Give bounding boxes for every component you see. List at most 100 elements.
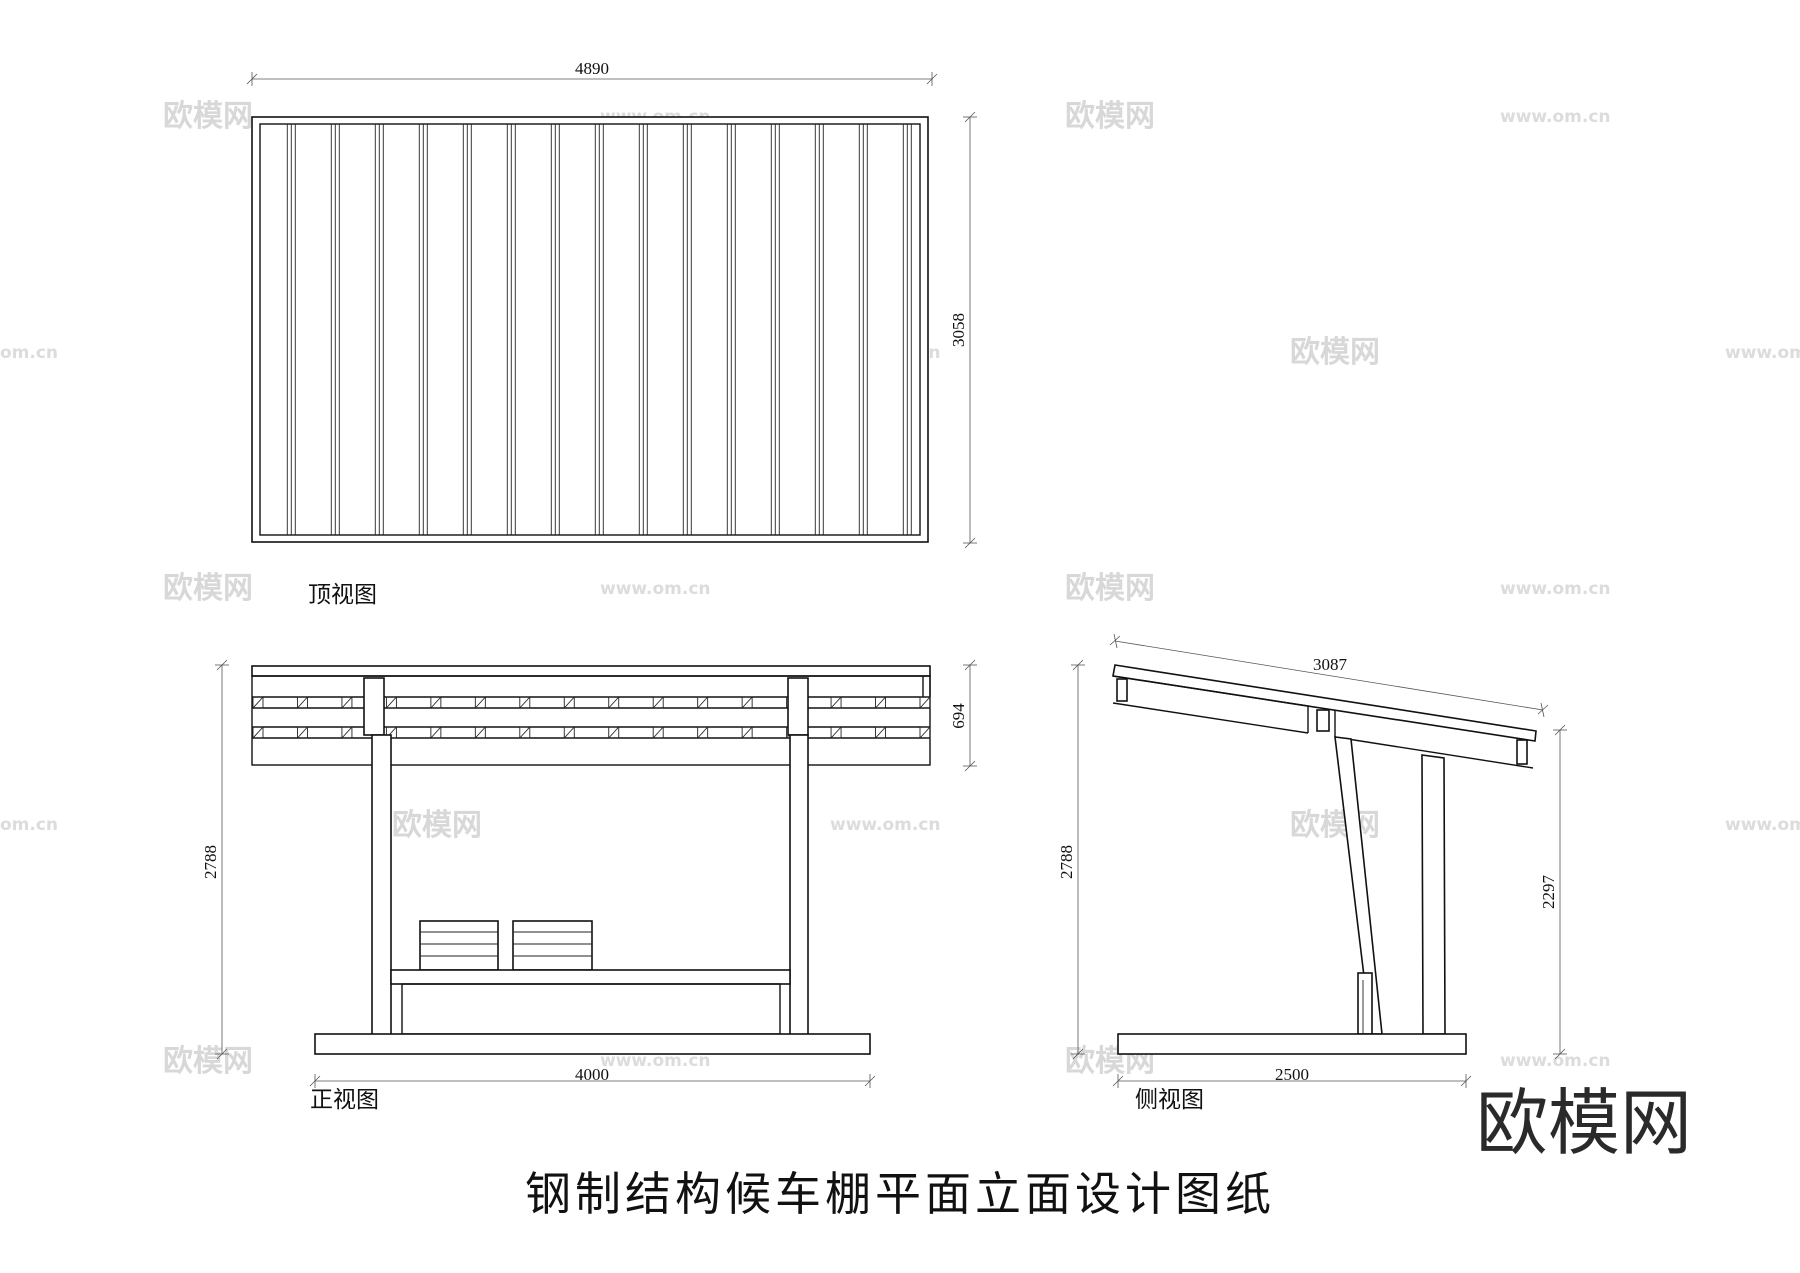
roof-bracket [563, 726, 575, 739]
roof-bracket-brace [252, 726, 264, 739]
roof-bracket [919, 696, 931, 709]
roof-bracket-brace [297, 726, 308, 739]
watermark-brand: 欧模网 [1290, 808, 1380, 843]
side-ground-slab [1117, 1033, 1467, 1055]
side-view-label: 侧视图 [1135, 1087, 1204, 1113]
roof-brackets [252, 696, 931, 739]
front-roof [251, 665, 931, 766]
roof-bracket-brace [475, 696, 486, 709]
roof-bracket-brace [919, 726, 931, 739]
roof-bracket [252, 696, 264, 709]
roof-bracket-brace [519, 726, 531, 739]
roof-outline [251, 116, 929, 543]
side-width-label: 2500 [1275, 1065, 1309, 1084]
roof-bracket-brace [741, 696, 753, 709]
front-height-dimension: 2788 [201, 659, 229, 1060]
roof-bracket [430, 696, 442, 709]
side-height-label: 2788 [1057, 845, 1076, 879]
side-roof-length-dimension: 3087 [1109, 633, 1549, 718]
watermark-url: www.om.cn [1500, 1051, 1611, 1071]
roof-bracket [297, 726, 308, 739]
watermark-url: www.om.cn [1725, 815, 1800, 835]
top-depth-dimension: 3058 [949, 111, 977, 549]
roof-bracket-brace [475, 726, 486, 739]
roof-joint-left [363, 677, 385, 736]
front-roof-dimension: 694 [949, 659, 977, 772]
roof-bracket [297, 696, 308, 709]
brand-logo: 欧模网 [1476, 1081, 1692, 1165]
top-width-label: 4890 [575, 59, 609, 78]
column-right [789, 734, 809, 1036]
roof-bracket [652, 726, 664, 739]
watermark-brand: 欧模网 [392, 808, 482, 843]
watermarks: 欧模网 欧模网 欧模网 欧模网 欧模网 欧模网 欧模网 欧模网 欧模网 欧模网 … [0, 99, 1800, 1079]
roof-inner-frame [259, 123, 921, 536]
roof-bracket [519, 696, 531, 709]
side-low-height-label: 2297 [1539, 875, 1558, 910]
roof-bracket-brace [830, 696, 842, 709]
roof-bracket-brace [697, 726, 708, 739]
roof-bracket [875, 696, 886, 709]
front-view: 2788 694 4000 [201, 659, 977, 1113]
roof-bracket-brace [297, 696, 308, 709]
top-depth-label: 3058 [949, 313, 968, 347]
roof-bracket-brace [875, 696, 886, 709]
roof-bracket [430, 726, 442, 739]
roof-bracket-brace [919, 696, 931, 709]
roof-bracket [519, 726, 531, 739]
roof-bracket-brace [608, 726, 620, 739]
roof-bracket [830, 726, 842, 739]
watermark-url: om.cn [0, 343, 58, 363]
top-width-dimension: 4890 [246, 59, 938, 86]
roof-bracket-brace [563, 726, 575, 739]
ground-slab [314, 1033, 871, 1055]
roof-bracket [741, 696, 753, 709]
watermark-url: www.om.cn [600, 579, 711, 599]
roof-panels [286, 124, 912, 535]
roof-bracket-brace [341, 696, 353, 709]
watermark-brand: 欧模网 [163, 99, 253, 134]
watermark-url: www.om.cn [830, 815, 941, 835]
column-left [371, 734, 392, 1036]
roof-bracket-brace [430, 696, 442, 709]
roof-bracket [697, 726, 709, 739]
roof-joint-right [787, 677, 809, 736]
bench-top [390, 969, 791, 985]
seat-back-left [419, 920, 499, 971]
side-height-dimension: 2788 [1057, 659, 1085, 1060]
front-roof-label: 694 [949, 703, 968, 729]
roof-bracket [385, 696, 397, 709]
watermark-url: om.cn [0, 815, 58, 835]
side-width-dimension: 2500 [1112, 1065, 1472, 1088]
roof-bracket-brace [875, 726, 886, 739]
roof-bracket-brace [830, 726, 842, 739]
front-width-label: 4000 [575, 1065, 609, 1084]
roof-bracket-brace [430, 726, 442, 739]
roof-bracket-brace [652, 726, 664, 739]
watermark-brand: 欧模网 [1290, 335, 1380, 370]
roof-bracket [830, 696, 842, 709]
watermark-url: www.om.cn [1725, 343, 1800, 363]
roof-bracket-brace [652, 696, 664, 709]
side-roof-length-label: 3087 [1313, 655, 1348, 674]
roof-bracket [474, 696, 486, 709]
watermark-url: www.om.cn [1500, 107, 1611, 127]
roof-bracket [875, 726, 886, 739]
roof-bracket [919, 726, 931, 739]
front-height-label: 2788 [201, 845, 220, 879]
roof-end-cap [1116, 678, 1128, 702]
roof-bracket-brace [519, 696, 531, 709]
side-column-main [1421, 754, 1446, 1035]
watermark-brand: 欧模网 [163, 1044, 253, 1079]
roof-bracket [341, 696, 353, 709]
roof-bracket [474, 726, 486, 739]
watermark-brand: 欧模网 [1065, 99, 1155, 134]
roof-bracket [341, 726, 353, 739]
side-roof [1112, 664, 1537, 769]
roof-bracket-brace [563, 696, 575, 709]
roof-joint-cap [1316, 709, 1330, 732]
roof-bracket [608, 726, 620, 739]
roof-end-cap [1516, 739, 1528, 765]
seat-back-right [512, 920, 593, 971]
